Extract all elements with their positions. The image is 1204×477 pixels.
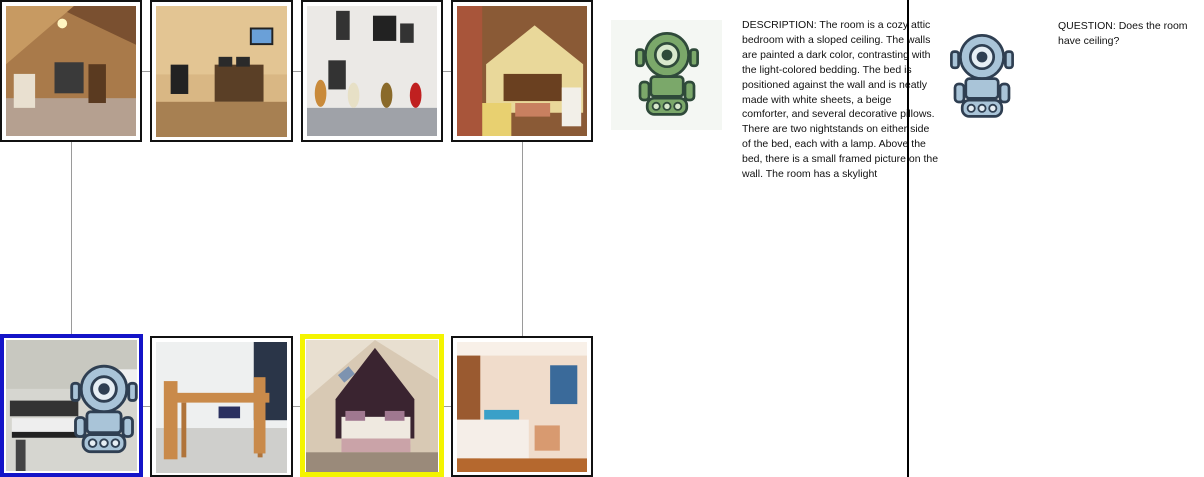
description-label: DESCRIPTION: — [742, 19, 817, 31]
connector-top-2 — [293, 71, 301, 72]
connector-top-1 — [142, 71, 150, 72]
image-tile-modern-bathroom[interactable] — [451, 336, 593, 477]
questioner-robot-icon — [944, 30, 1020, 120]
connector-left-vertical — [71, 142, 72, 336]
image-tile-keyboard-studio[interactable] — [0, 334, 143, 477]
image-tile-dining-table[interactable] — [150, 336, 293, 477]
photo-guitar-music-room — [307, 6, 437, 136]
photo-modern-bathroom — [457, 342, 587, 472]
photo-attic-living-room — [6, 6, 136, 136]
photo-dining-table — [156, 342, 287, 473]
vertical-divider — [907, 0, 909, 477]
connector-bottom-3 — [443, 406, 451, 407]
description-body: The room is a cozy attic bedroom with a … — [742, 19, 939, 181]
blue-robot-icon — [950, 34, 1014, 118]
description-text: DESCRIPTION: The room is a cozy attic be… — [742, 18, 940, 182]
question-body: Does the room have ceiling? — [1058, 20, 1188, 47]
robot-overlay-icon — [70, 364, 138, 454]
image-tile-attic-reading-nook[interactable] — [451, 0, 593, 142]
green-robot-icon — [635, 32, 699, 116]
describer-robot-icon — [611, 20, 722, 130]
question-text: QUESTION: Does the room have ceiling? — [1058, 19, 1204, 49]
question-label: QUESTION: — [1058, 20, 1116, 32]
image-tile-attic-living-room[interactable] — [0, 0, 142, 142]
image-tile-home-studio-desk[interactable] — [150, 0, 293, 142]
connector-right-vertical — [522, 142, 523, 336]
photo-attic-reading-nook — [457, 6, 587, 136]
connector-top-3 — [443, 71, 451, 72]
image-tile-attic-bedroom[interactable] — [300, 334, 444, 477]
photo-home-studio-desk — [156, 6, 287, 137]
connector-bottom-1 — [142, 406, 150, 407]
connector-bottom-2 — [293, 406, 301, 407]
photo-attic-bedroom — [306, 340, 438, 472]
image-tile-guitar-music-room[interactable] — [301, 0, 443, 142]
